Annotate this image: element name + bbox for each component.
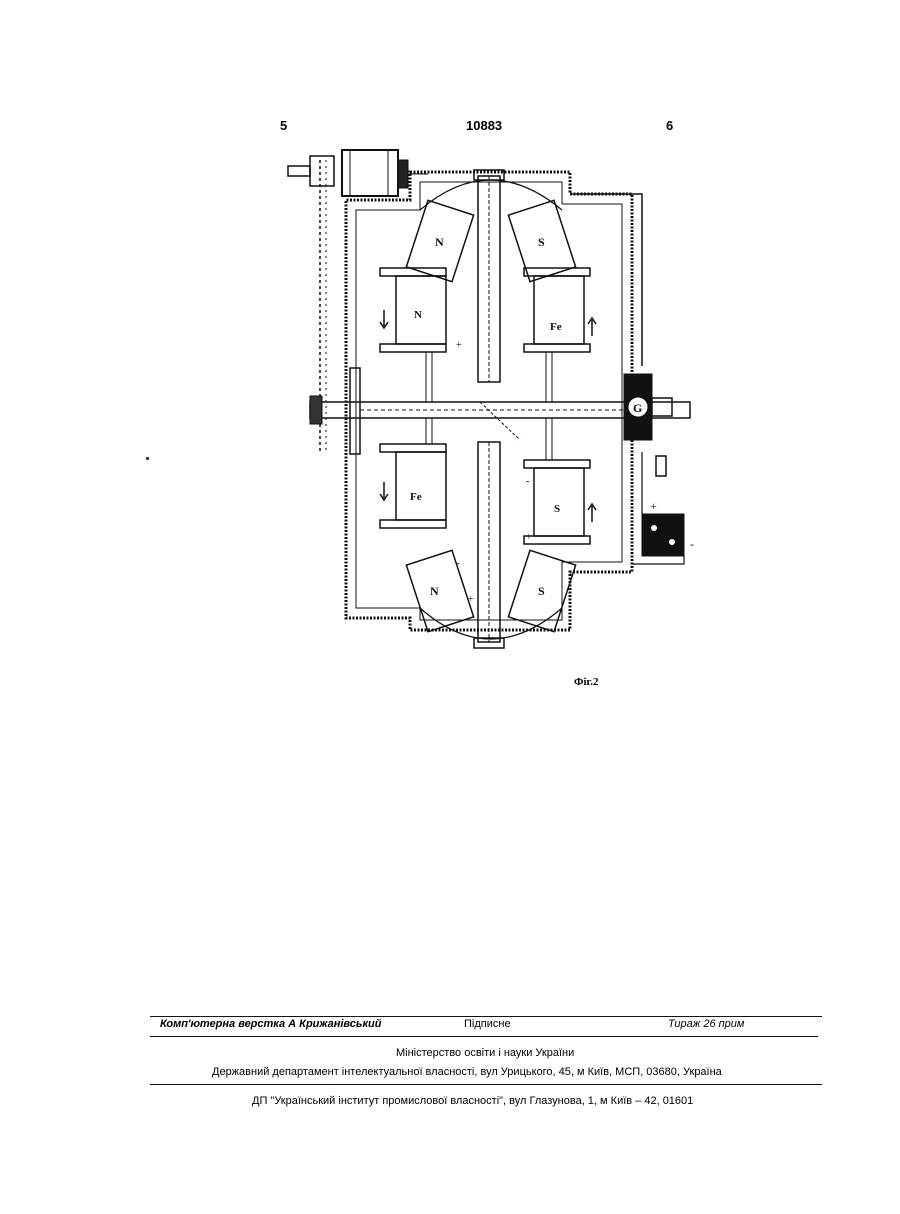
generator-label: G [633,401,642,415]
publisher-line: ДП "Український інститут промислової вла… [252,1095,693,1107]
svg-text:N: N [435,235,444,249]
ministry-line: Міністерство освіти і науки України [396,1047,574,1059]
svg-text:S: S [538,584,545,598]
figure-caption: Фіг.2 [574,676,599,688]
svg-text:-: - [690,537,694,551]
column-number-left: 5 [280,118,287,133]
imprint-rule-top [150,1016,822,1017]
patent-number: 10883 [466,118,502,133]
coil-lower-right: S [524,418,596,544]
magnet-top-right: S [508,200,575,281]
coil-upper-right: Fe [524,268,596,402]
svg-text:N: N [430,584,439,598]
svg-text:N: N [414,309,422,321]
svg-text:-: - [456,558,459,569]
svg-text:S: S [538,235,545,249]
svg-text:+: + [650,499,657,513]
battery [642,514,684,556]
imprint-rule-bottom [150,1084,822,1085]
department-line: Державний департамент інтелектуальної вл… [212,1066,722,1078]
typesetter-credit: Комп'ютерна верстка А Крижанівський [160,1018,381,1030]
svg-text:+: + [456,340,462,351]
magnet-bottom-right: S [508,550,575,631]
column-number-right: 6 [666,118,673,133]
magnet-top-left: N [406,200,473,281]
subscription-note: Підписне [464,1018,511,1030]
inner-housing [356,182,622,620]
imprint-rule-middle [150,1036,818,1037]
svg-text:Fe: Fe [550,321,562,333]
print-run: Тираж 26 прим [668,1018,744,1030]
svg-text:-: - [526,476,529,487]
svg-text:Fe: Fe [410,491,422,503]
housing-outline [346,172,632,630]
patent-drawing-figure: G N S N S N Fe [280,140,710,660]
svg-text:S: S [554,503,560,515]
svg-text:+: + [468,594,474,605]
coil-lower-left: Fe [380,418,446,528]
scan-speck [146,457,149,460]
coil-upper-left: N [380,268,446,402]
svg-text:+: + [526,532,532,543]
magnet-bottom-left: N [406,550,473,631]
